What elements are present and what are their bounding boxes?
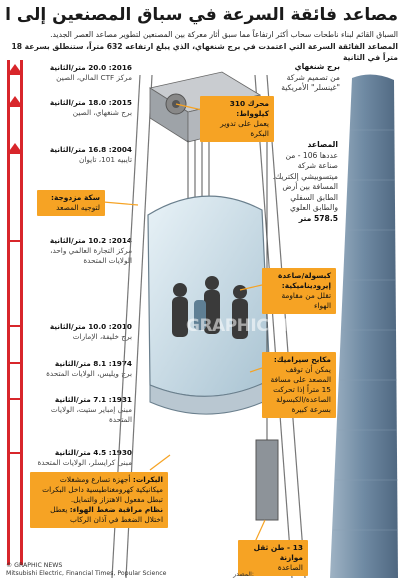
shanghai-tower-icon <box>330 74 398 578</box>
sources: Mitsubishi Electric, Financial Times, Po… <box>6 570 167 577</box>
callout-capsule: كبسولة/صاعدة إيروديناميكية:تقلل من مقاوم… <box>262 268 336 314</box>
tower-annotation: برج شنغهاي من تصميم شركة "غينسلر" الأمري… <box>281 62 340 92</box>
speed-marker: 2014: 10.2 متر/الثانية مركز التجارة العا… <box>49 236 132 265</box>
speed-marker: 2015: 18.0 متر/الثانية برج شنغهاي، الصين <box>49 98 132 117</box>
speed-marker: 2016: 20.0 متر/الثانية مركز CTF المالي، … <box>49 63 132 82</box>
counterweight-icon <box>255 439 279 521</box>
callout-motor: محرك 310 كيلوواط:يعمل على تدوير البكرة <box>200 96 274 142</box>
callout-rollers: البكرات: أجهزة تسارع ومشغلات ميكانيكية ك… <box>30 472 168 528</box>
scale-rung <box>7 362 23 364</box>
intro-line-1: السباق القائم لبناء ناطحات سحاب أكثر ارت… <box>50 30 398 39</box>
source-label: المصدر: <box>233 571 254 578</box>
scale-arrow-icon <box>7 143 23 154</box>
callout-brakes: مكابح سيراميك:يمكن أن توقف المصعد على مس… <box>262 352 336 418</box>
copyright: © GRAPHIC NEWS <box>6 562 63 569</box>
graphic-news-watermark: GRAPHIC NEWS <box>186 316 329 336</box>
scale-rung <box>7 325 23 327</box>
scale-rung <box>7 240 23 242</box>
scale-rung <box>7 398 23 400</box>
tower-floor-lines <box>333 129 398 531</box>
speed-marker: 1974: 8.1 متر/الثانية برج ويليس، الولايا… <box>46 359 132 378</box>
speed-marker: 2010: 10.0 متر/الثانية برج خليفة، الإمار… <box>49 322 132 341</box>
elevator-capsule-icon <box>147 195 273 415</box>
callout-rail: سكة مزدوجة:لتوجيه المصعد <box>37 190 105 216</box>
hoist-cables <box>187 136 210 208</box>
scale-post-left <box>7 60 10 565</box>
intro-text: السباق القائم لبناء ناطحات سحاب أكثر ارت… <box>6 29 398 64</box>
speed-marker: 2004: 16.8 متر/الثانية تايبيه 101، تايوا… <box>49 145 132 164</box>
speed-marker: 1930: 4.5 متر/الثانية مبنى كرايسلر، الول… <box>37 448 132 467</box>
footer-credits: © GRAPHIC NEWS Mitsubishi Electric, Fina… <box>6 562 166 578</box>
scale-arrow-icon <box>7 96 23 107</box>
scale-post-right <box>20 60 23 565</box>
scale-arrow-icon <box>7 64 23 75</box>
scale-rung <box>7 452 23 454</box>
intro-line-2: المصاعد الفائقة السرعة التي اعتمدت في بر… <box>11 41 398 63</box>
page-title: مصاعد فائقة السرعة في سباق المصنعين إلى … <box>6 5 398 25</box>
speed-scale-bar <box>3 60 29 565</box>
speed-marker: 1931: 7.1 متر/الثانية مبنى إمباير ستيت، … <box>50 395 132 424</box>
elevators-annotation: المصاعد عددها 106 - من صناعة شركة ميتسوب… <box>272 140 338 223</box>
